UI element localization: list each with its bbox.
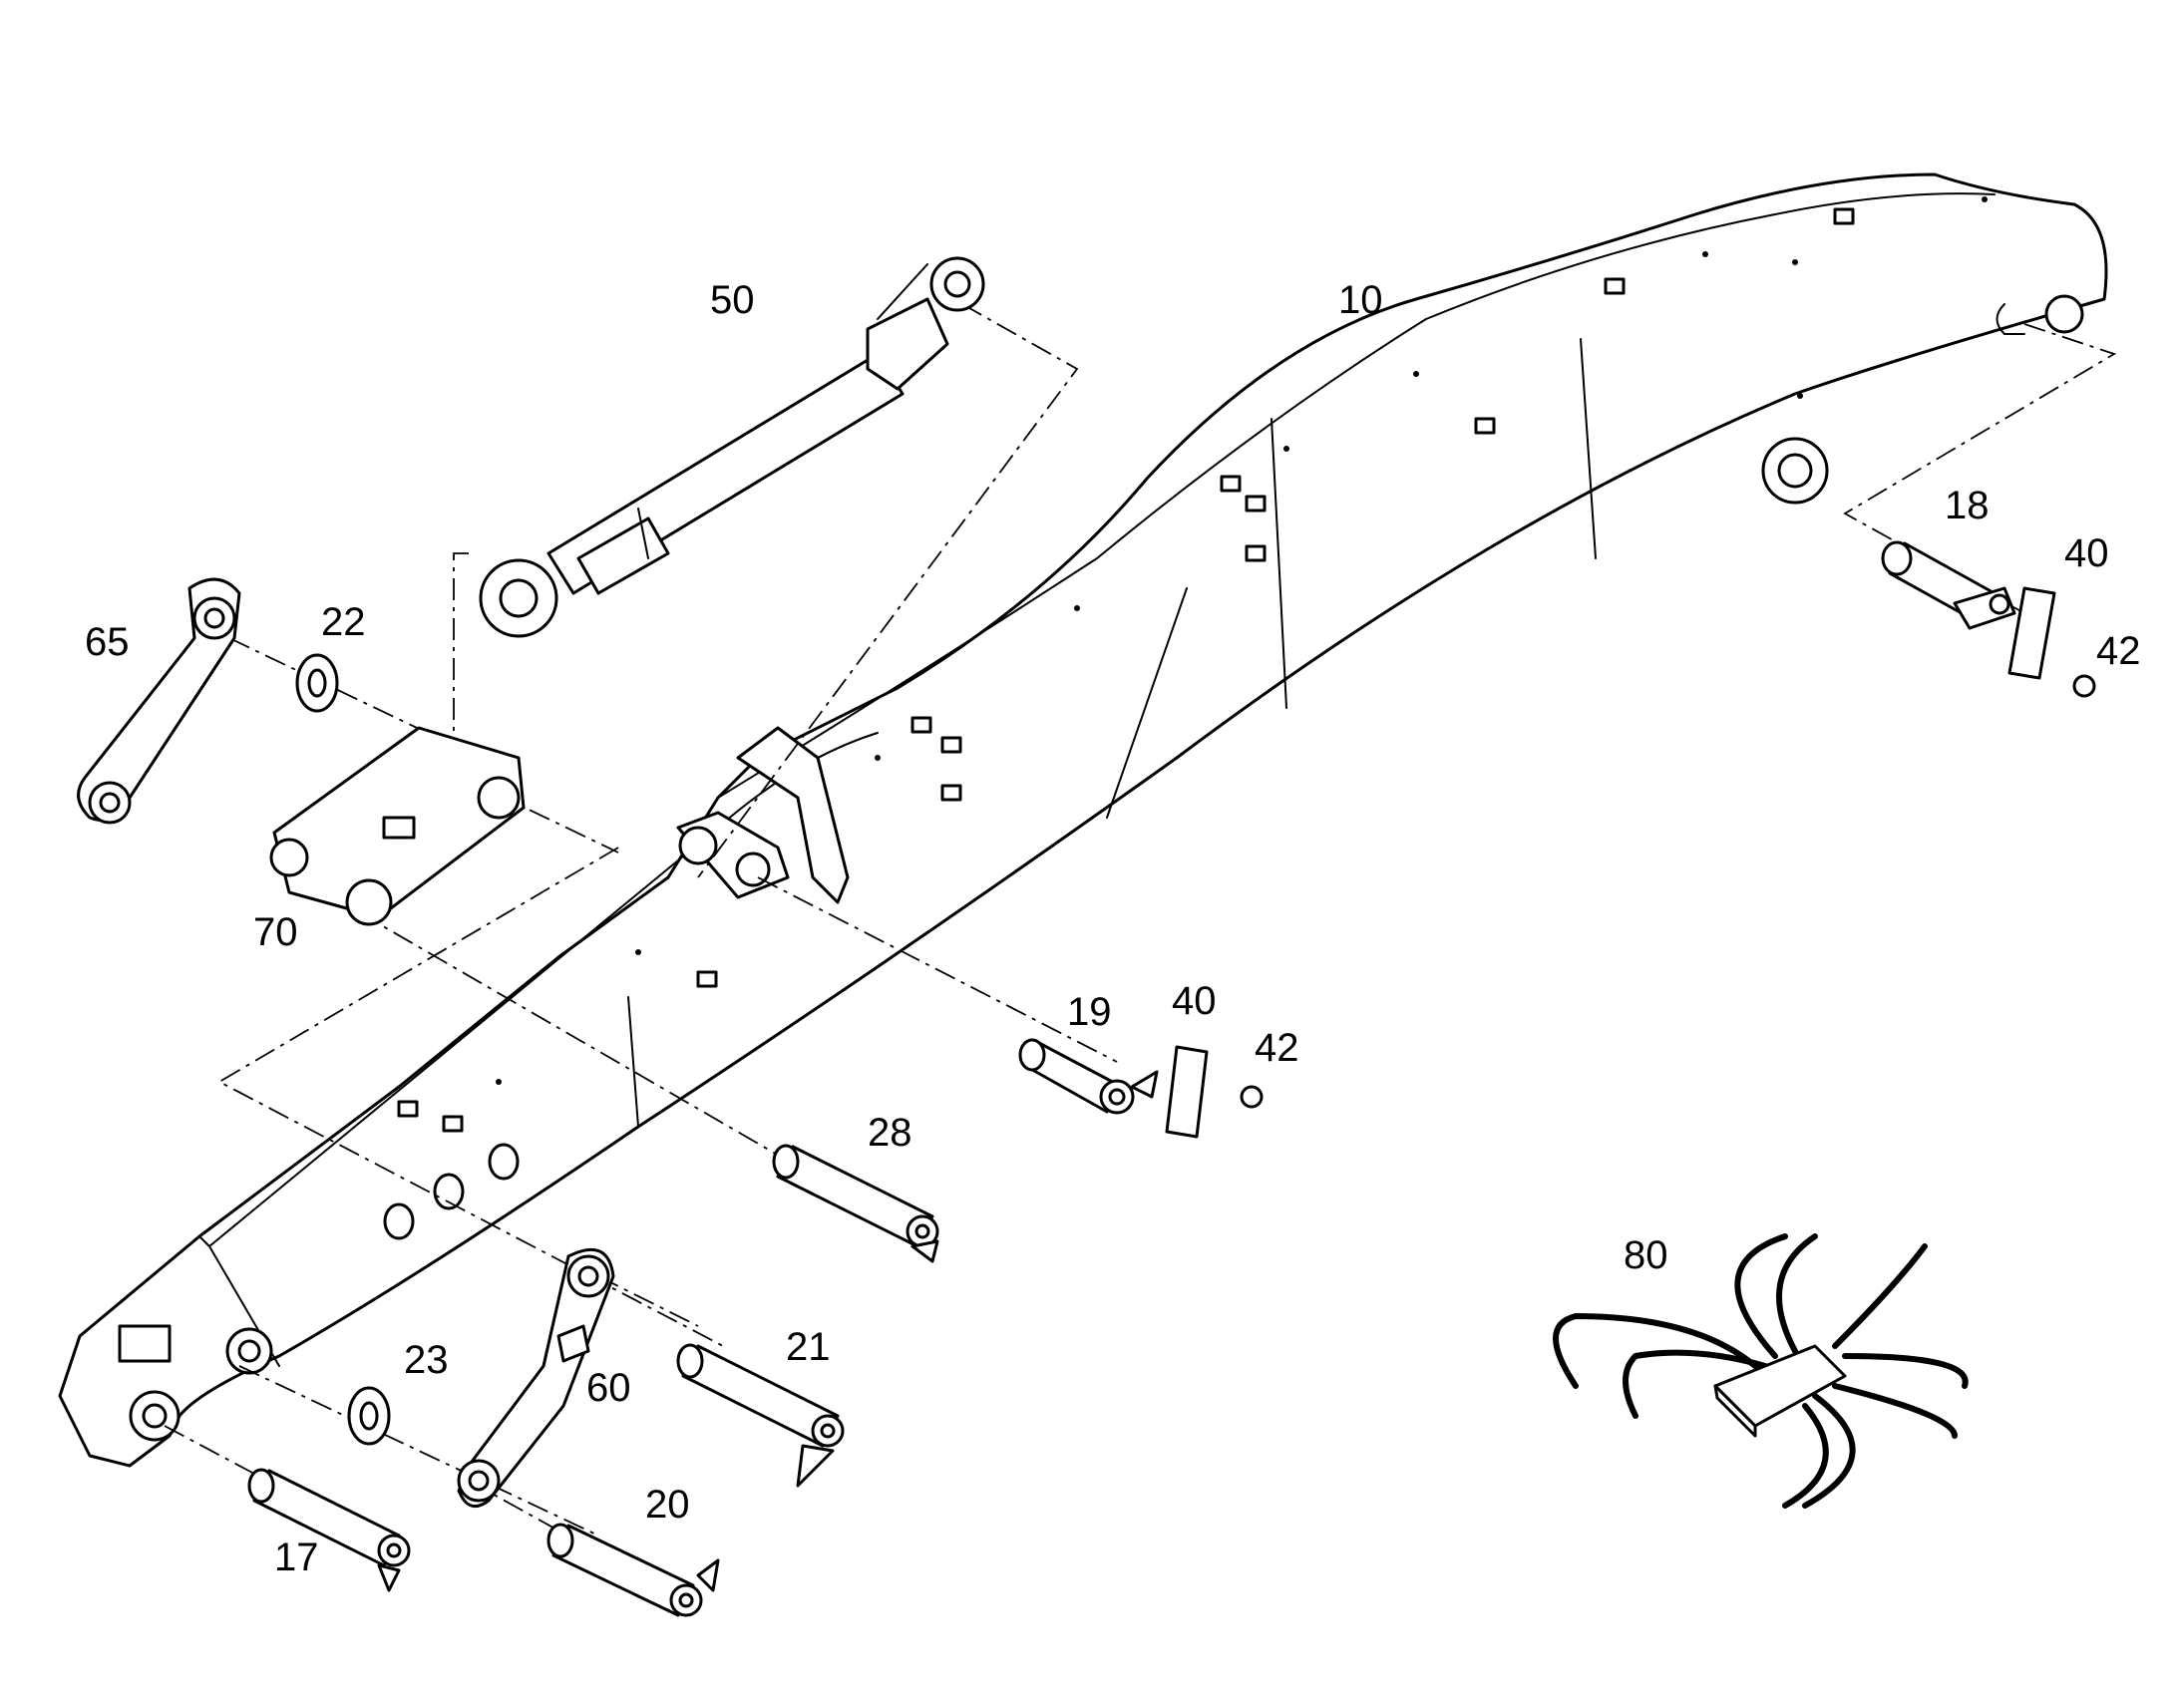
callout-labels: 50 10 65 22 18 40 42 70 19 40 42 28 80 2… xyxy=(85,278,2141,1579)
plate-40b xyxy=(1165,1045,1209,1139)
arm-boom xyxy=(58,172,2108,1468)
spacer-22 xyxy=(295,653,339,713)
label-80: 80 xyxy=(1624,1233,1668,1277)
label-42b: 42 xyxy=(1255,1026,1299,1070)
label-42a: 42 xyxy=(2096,629,2141,673)
label-21: 21 xyxy=(786,1325,831,1369)
label-50: 50 xyxy=(710,278,755,322)
label-40b: 40 xyxy=(1172,979,1217,1023)
label-17: 17 xyxy=(274,1536,319,1579)
label-20: 20 xyxy=(645,1483,690,1527)
pin-20 xyxy=(546,1523,720,1617)
bolt-42a xyxy=(2072,674,2096,698)
hose-assembly-80 xyxy=(1553,1233,1969,1509)
pin-18 xyxy=(1881,540,2016,630)
pin-17 xyxy=(247,1468,411,1592)
link-70 xyxy=(269,726,526,926)
bolt-42b xyxy=(1240,1085,1264,1109)
pin-19 xyxy=(1018,1038,1159,1115)
label-19: 19 xyxy=(1067,990,1112,1034)
hydraulic-cylinder xyxy=(479,256,985,638)
label-40a: 40 xyxy=(2064,531,2109,575)
label-28: 28 xyxy=(868,1111,912,1155)
label-22: 22 xyxy=(321,600,366,644)
link-60 xyxy=(457,1247,615,1509)
link-65 xyxy=(77,577,241,825)
pin-28 xyxy=(772,1144,939,1263)
pin-21 xyxy=(676,1343,845,1488)
spacer-23 xyxy=(347,1386,391,1446)
label-60: 60 xyxy=(586,1366,631,1410)
plate-40a xyxy=(2007,586,2056,680)
label-65: 65 xyxy=(85,620,130,664)
label-23: 23 xyxy=(404,1338,449,1382)
label-70: 70 xyxy=(253,910,298,954)
label-18: 18 xyxy=(1945,484,1990,527)
label-10: 10 xyxy=(1338,278,1383,322)
arm-bracket xyxy=(676,726,850,904)
